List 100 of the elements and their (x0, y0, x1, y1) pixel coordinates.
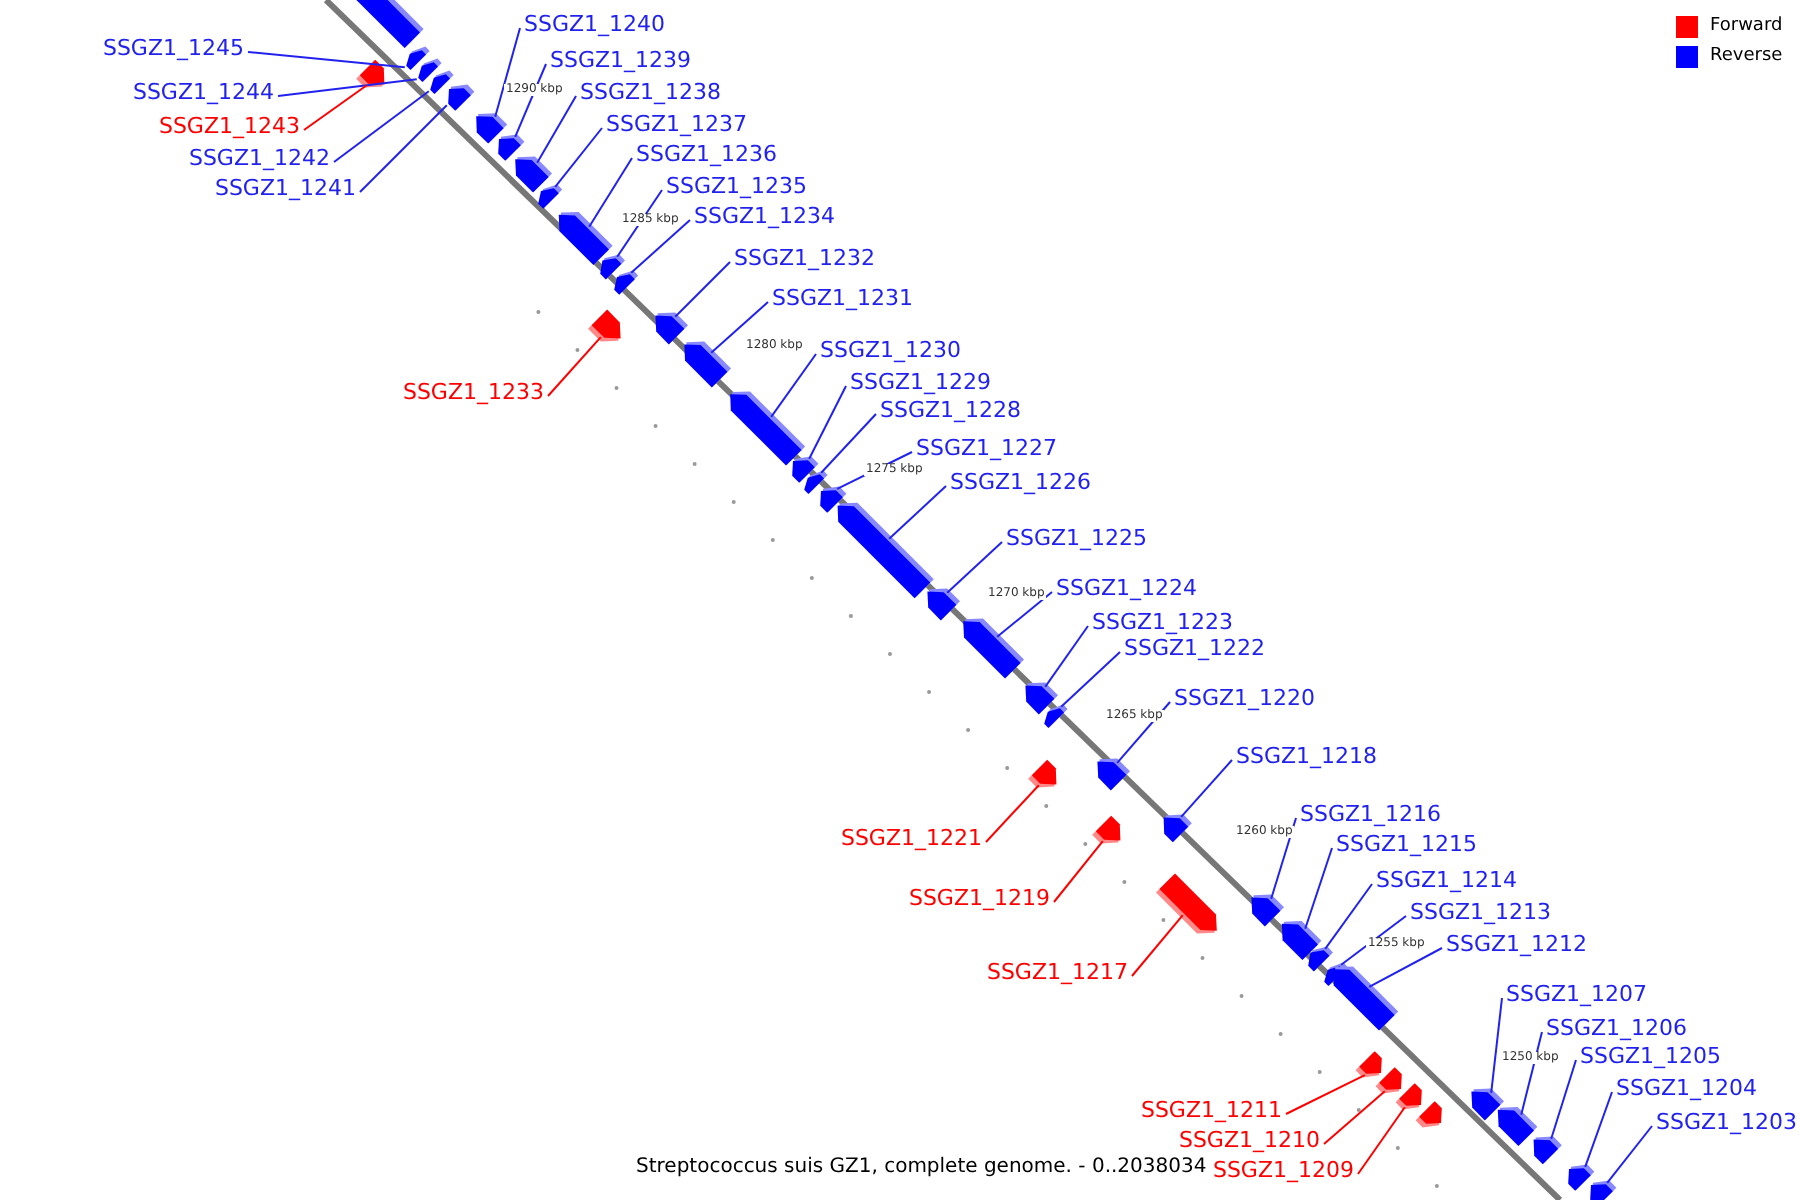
leader-line (1550, 1059, 1577, 1140)
gene-block (1355, 1051, 1382, 1078)
gene-block (1590, 1180, 1617, 1200)
gene-label: SSGZ1_1242 (188, 147, 330, 169)
gene-label: SSGZ1_1226 (950, 471, 1092, 493)
gene-label: SSGZ1_1228 (880, 399, 1022, 421)
gene-block (515, 156, 552, 193)
gene-label: SSGZ1_1245 (102, 37, 244, 59)
gene-block (1044, 704, 1068, 728)
leader-line (630, 219, 691, 274)
gene-label: SSGZ1_1230 (820, 339, 962, 361)
leader-line (588, 157, 633, 228)
leader-line (1180, 759, 1233, 818)
leader-line (1131, 914, 1184, 977)
gene-block (558, 212, 613, 265)
gene-label: SSGZ1_1225 (1006, 527, 1148, 549)
gene-label: SSGZ1_1209 (1212, 1159, 1354, 1181)
leader-line (303, 84, 368, 131)
leader-line (710, 301, 769, 354)
gene-label: SSGZ1_1217 (986, 961, 1128, 983)
gene-label: SSGZ1_1205 (1580, 1045, 1722, 1067)
gene-block (355, 0, 424, 48)
gene-label: SSGZ1_1240 (524, 13, 666, 35)
leader-line (888, 485, 947, 540)
gene-label: SSGZ1_1227 (916, 437, 1058, 459)
gene-label: SSGZ1_1232 (734, 247, 876, 269)
gene-block (1251, 894, 1284, 927)
leader-line (333, 90, 430, 163)
gene-block (1471, 1088, 1504, 1121)
gene-label: SSGZ1_1204 (1616, 1077, 1758, 1099)
leader-line (1368, 947, 1443, 988)
gene-block (498, 134, 525, 161)
caption: Streptococcus suis GZ1, complete genome. - 0..2038034 (636, 1158, 1207, 1178)
leader-line (996, 591, 1053, 638)
leader-line (514, 63, 547, 138)
gene-block (1028, 759, 1057, 788)
gene-label: SSGZ1_1221 (840, 827, 982, 849)
leader-line (1304, 847, 1333, 930)
leader-line (1340, 915, 1407, 966)
gene-block (476, 113, 508, 144)
gene-block (1092, 815, 1121, 844)
gene-block (1395, 1083, 1422, 1110)
gene-block (1375, 1067, 1402, 1094)
gene-label: SSGZ1_1210 (1178, 1129, 1320, 1151)
gene-label: SSGZ1_1212 (1446, 933, 1588, 955)
leader-line (1323, 1090, 1386, 1145)
gene-block (1156, 873, 1217, 934)
leader-line (536, 95, 577, 164)
gene-label: SSGZ1_1214 (1376, 869, 1518, 891)
leader-line (1520, 1031, 1543, 1116)
gene-label: SSGZ1_1233 (402, 381, 544, 403)
leader-line (547, 336, 602, 397)
leader-line (1606, 1125, 1653, 1184)
gene-block (804, 470, 828, 494)
leader-line (1357, 1106, 1406, 1175)
leader-line (985, 784, 1040, 843)
legend-label: Reverse (1710, 48, 1783, 66)
gene-label: SSGZ1_1243 (158, 115, 300, 137)
leader-line (1285, 1074, 1366, 1115)
leader-line (554, 127, 603, 188)
gene-block (1333, 966, 1399, 1031)
gene-label: SSGZ1_1235 (666, 175, 808, 197)
gene-block (1308, 946, 1333, 972)
gene-block (588, 309, 621, 342)
gene-block (614, 270, 639, 295)
gene-label: SSGZ1_1237 (606, 113, 748, 135)
leader-line (1490, 997, 1503, 1094)
gene-block (730, 391, 806, 466)
gene-block (1097, 758, 1130, 791)
gene-block (655, 312, 688, 345)
gene-block (963, 618, 1024, 679)
leader-line (808, 385, 847, 460)
gene-label: SSGZ1_1231 (772, 287, 914, 309)
leader-line (946, 541, 1003, 594)
gene-block (356, 59, 385, 88)
gene-label: SSGZ1_1241 (214, 177, 356, 199)
gene-block (1568, 1164, 1595, 1191)
gene-label: SSGZ1_1219 (908, 887, 1050, 909)
gene-label: SSGZ1_1216 (1300, 803, 1442, 825)
leader-line (1053, 840, 1104, 903)
gene-label: SSGZ1_1239 (550, 49, 692, 71)
gene-label: SSGZ1_1218 (1236, 745, 1378, 767)
gene-label: SSGZ1_1223 (1092, 611, 1234, 633)
gene-label: SSGZ1_1207 (1506, 983, 1648, 1005)
gene-block (1533, 1136, 1562, 1165)
legend-label: Forward (1710, 18, 1783, 36)
leader-line (770, 353, 817, 418)
leader-line (1060, 651, 1121, 708)
gene-block (1163, 814, 1192, 843)
gene-label: SSGZ1_1215 (1336, 833, 1478, 855)
leader-line (1044, 625, 1089, 688)
gene-block (1497, 1107, 1538, 1146)
leader-line (1270, 817, 1297, 900)
gene-label: SSGZ1_1220 (1174, 687, 1316, 709)
gene-label: SSGZ1_1229 (850, 371, 992, 393)
leader-line (494, 27, 521, 118)
leader-line (1324, 883, 1373, 950)
gene-label: SSGZ1_1234 (694, 205, 836, 227)
gene-block (1025, 682, 1058, 715)
gene-block (837, 502, 934, 599)
